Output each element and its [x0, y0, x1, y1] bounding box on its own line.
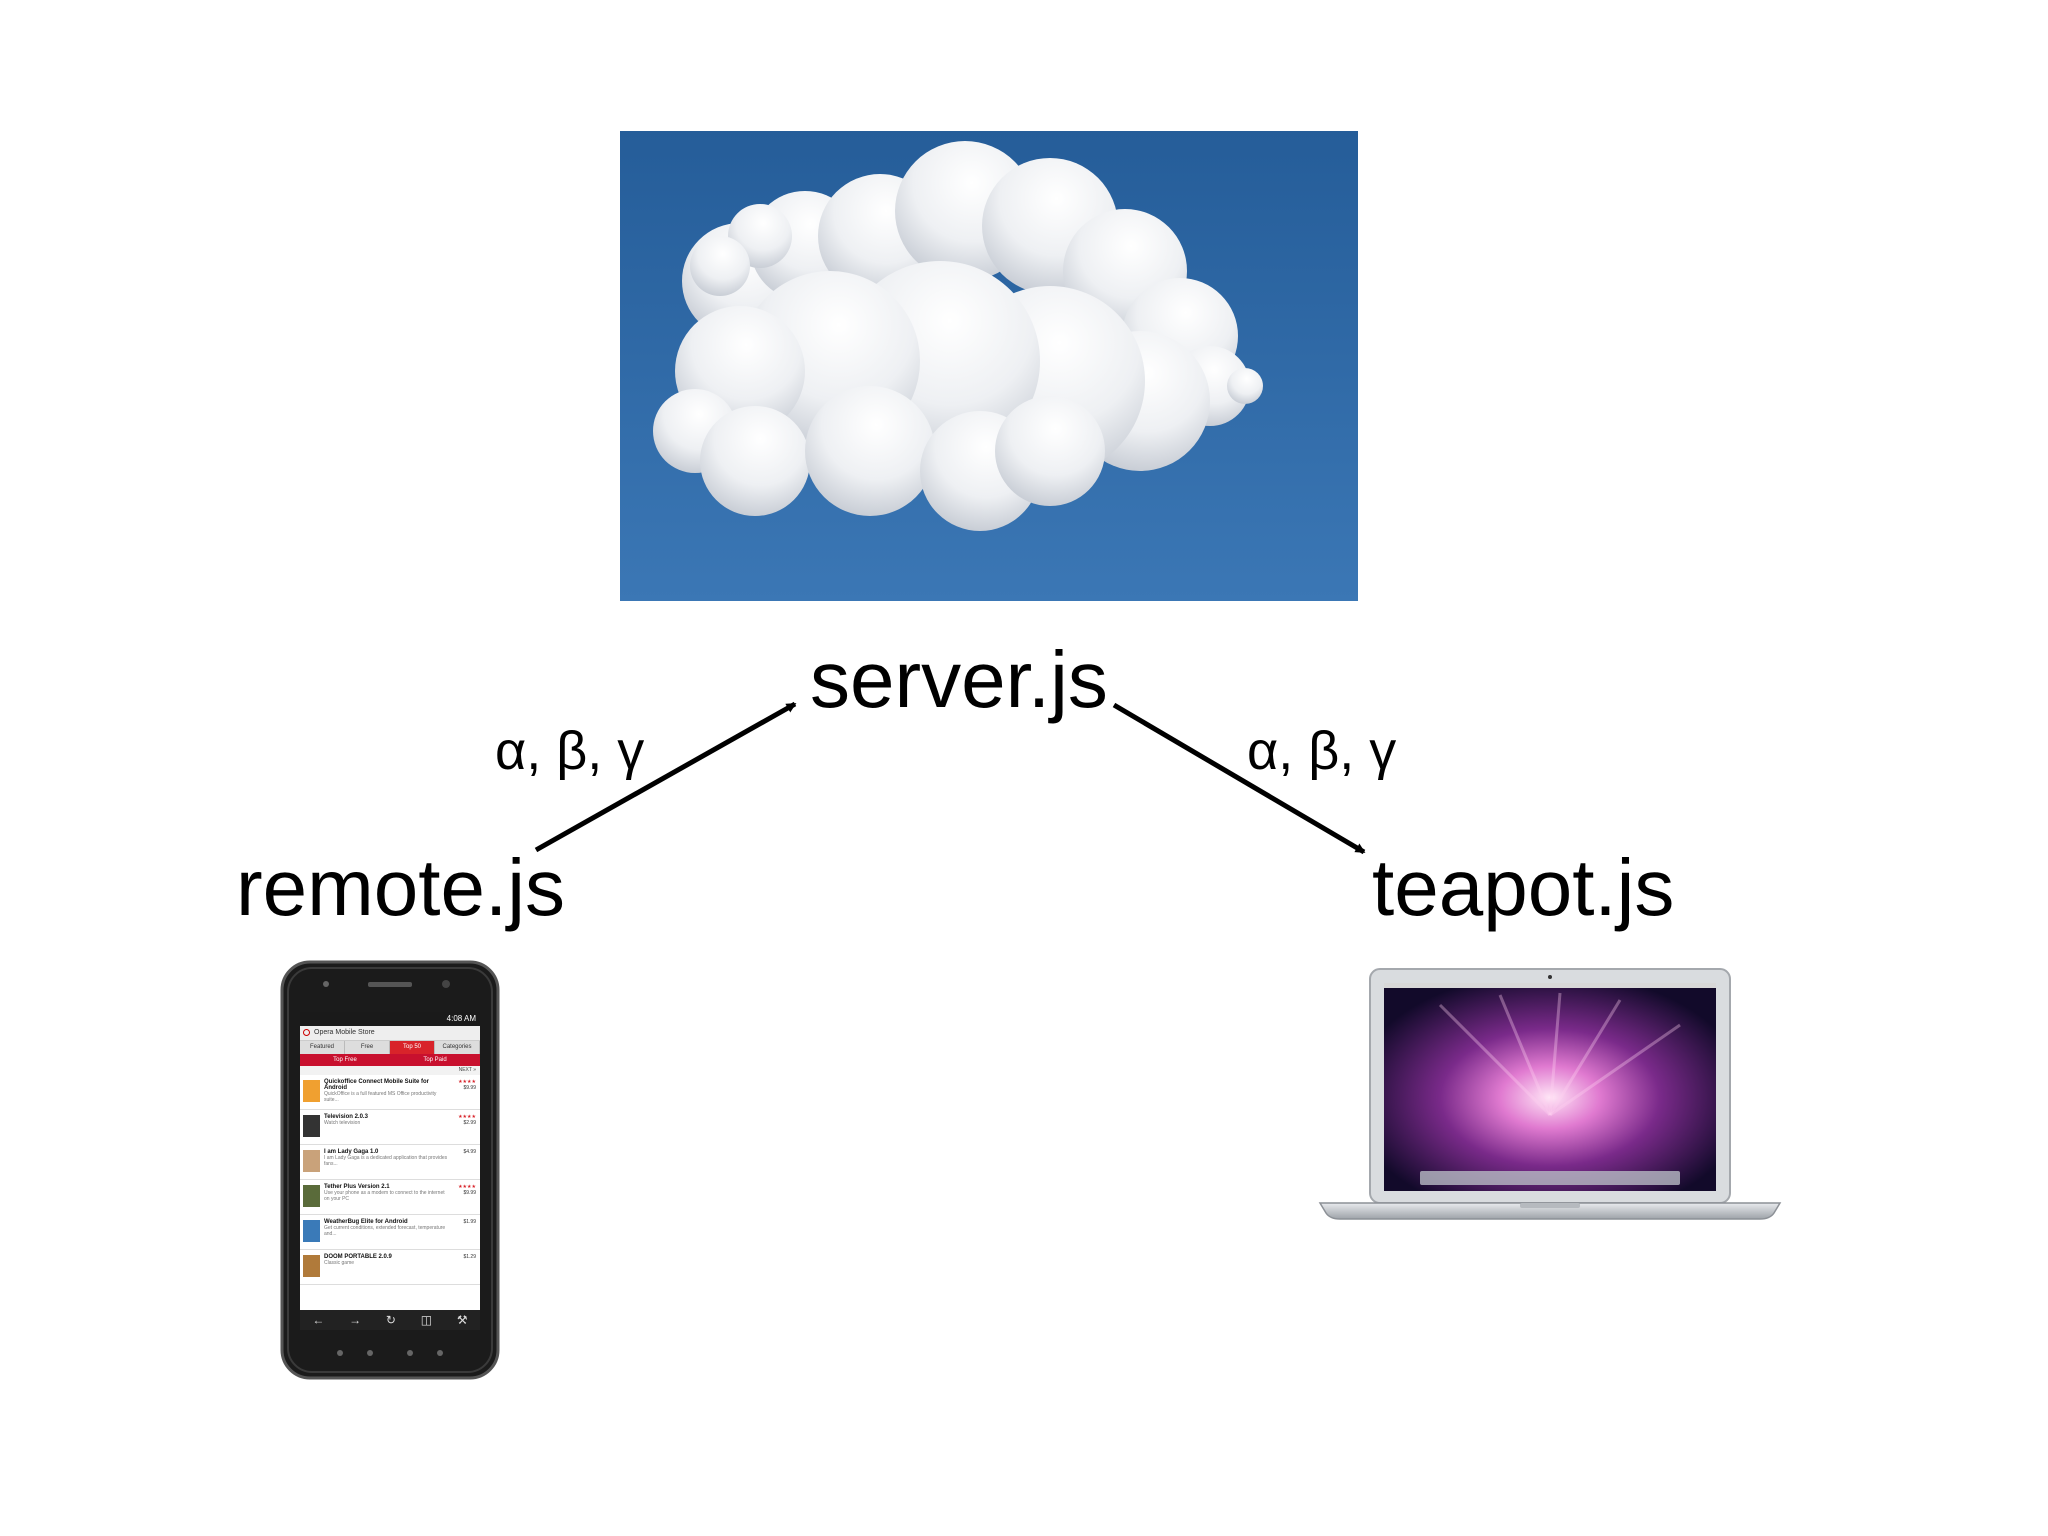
app-price-value: $1.99 [463, 1219, 476, 1225]
app-price: $4.99 [463, 1149, 476, 1155]
phone-subtab-top-paid[interactable]: Top Paid [423, 1057, 447, 1063]
app-price-value: $4.99 [463, 1149, 476, 1155]
app-desc: I am Lady Gaga is a dedicated applicatio… [324, 1155, 448, 1167]
phone-app-title-text: Opera Mobile Store [314, 1029, 375, 1036]
app-price: ★★★★$9.99 [458, 1184, 476, 1196]
opera-logo-icon [303, 1029, 310, 1036]
app-price: ★★★★$9.99 [458, 1079, 476, 1091]
back-arrow-icon[interactable]: ← [312, 1313, 325, 1327]
app-price-value: $9.99 [463, 1085, 476, 1091]
app-thumbnail [303, 1115, 320, 1137]
list-item[interactable]: Tether Plus Version 2.1 Use your phone a… [300, 1180, 480, 1215]
laptop-base [1318, 1202, 1782, 1220]
app-thumbnail [303, 1185, 320, 1207]
list-item[interactable]: WeatherBug Elite for Android Get current… [300, 1215, 480, 1250]
list-item[interactable]: DOOM PORTABLE 2.0.9 Classic game $1.29 [300, 1250, 480, 1285]
phone-tab-featured[interactable]: Featured [300, 1041, 345, 1054]
forward-arrow-icon[interactable]: → [349, 1313, 362, 1327]
edge-label-remote-server: α, β, γ [495, 721, 645, 781]
app-price-value: $2.99 [463, 1120, 476, 1126]
app-title: I am Lady Gaga 1.0 [324, 1149, 379, 1155]
edge-label-server-teapot: α, β, γ [1247, 721, 1397, 781]
phone-status-bar: 4:08 AM [300, 1012, 480, 1026]
server-node-label: server.js [810, 635, 1108, 724]
app-desc: QuickOffice is a full featured MS Office… [324, 1091, 437, 1103]
app-desc: Classic game [324, 1260, 355, 1266]
list-item[interactable]: I am Lady Gaga 1.0 I am Lady Gaga is a d… [300, 1145, 480, 1180]
teapot-node-label: teapot.js [1372, 843, 1675, 932]
phone-next-link[interactable]: NEXT » [300, 1066, 480, 1075]
phone-tabs: Featured Free Top 50 Categories [300, 1041, 480, 1054]
app-desc: Use your phone as a modem to connect to … [324, 1190, 445, 1202]
app-price: $1.99 [463, 1219, 476, 1225]
app-thumbnail [303, 1255, 320, 1277]
app-price: ★★★★$2.99 [458, 1114, 476, 1126]
app-price-value: $9.99 [463, 1190, 476, 1196]
app-thumbnail [303, 1150, 320, 1172]
phone-tab-top50[interactable]: Top 50 [390, 1041, 435, 1054]
phone-screen: 4:08 AM Opera Mobile Store Featured Free… [300, 1012, 480, 1330]
app-thumbnail [303, 1080, 320, 1102]
remote-node-label: remote.js [236, 843, 565, 932]
phone-subtab-top-free[interactable]: Top Free [333, 1057, 357, 1063]
phone-tab-categories[interactable]: Categories [435, 1041, 480, 1054]
laptop-device [1318, 968, 1782, 1220]
list-item[interactable]: Television 2.0.3 Watch television ★★★★$2… [300, 1110, 480, 1145]
phone-tab-free[interactable]: Free [345, 1041, 390, 1054]
app-title: DOOM PORTABLE 2.0.9 [324, 1254, 392, 1260]
phone-browser-toolbar: ← → ↻ ◫ ⚒ [300, 1310, 480, 1330]
app-desc: Get current conditions, extended forecas… [324, 1225, 446, 1237]
app-title: Quickoffice Connect Mobile Suite for And… [324, 1079, 430, 1091]
app-title: WeatherBug Elite for Android [324, 1219, 408, 1225]
phone-subtabs: Top Free Top Paid [300, 1054, 480, 1066]
app-thumbnail [303, 1220, 320, 1242]
laptop-dock [1420, 1171, 1680, 1185]
app-price: $1.29 [463, 1254, 476, 1260]
list-item[interactable]: Quickoffice Connect Mobile Suite for And… [300, 1075, 480, 1110]
laptop-screen [1384, 983, 1716, 1191]
wrench-icon[interactable]: ⚒ [456, 1313, 468, 1327]
cloud-photo [620, 131, 1358, 601]
phone-app-title: Opera Mobile Store [300, 1026, 480, 1041]
tabs-icon[interactable]: ◫ [420, 1313, 433, 1327]
phone-device: 4:08 AM Opera Mobile Store Featured Free… [280, 960, 500, 1380]
reload-icon[interactable]: ↻ [385, 1313, 396, 1327]
app-title: Television 2.0.3 [324, 1114, 368, 1120]
app-price-value: $1.29 [463, 1254, 476, 1260]
app-desc: Watch television [324, 1120, 361, 1126]
app-title: Tether Plus Version 2.1 [324, 1184, 390, 1190]
